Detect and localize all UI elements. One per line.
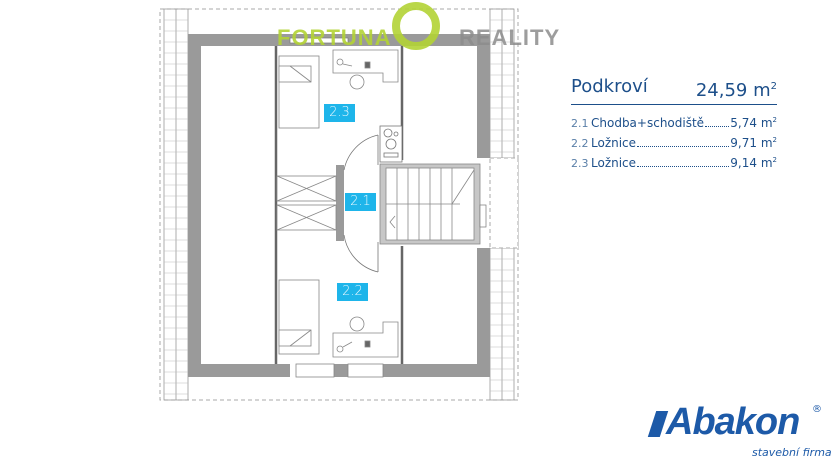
room-label-2-3: 2.3	[324, 104, 355, 122]
desks	[332, 49, 399, 358]
watermark-reality: REALITY	[459, 25, 561, 50]
registered-mark: ®	[812, 404, 822, 415]
beds	[278, 55, 320, 355]
floor-name: Podkroví	[571, 76, 648, 97]
room-number: 2.2	[571, 137, 589, 150]
room-area: 5,74 m2	[730, 116, 777, 130]
room-name: Chodba+schodiště	[591, 116, 705, 130]
room-number: 2.3	[571, 157, 589, 170]
brand-name: Abakon	[647, 402, 800, 442]
watermark-fortuna: FORTUNA	[277, 25, 392, 50]
abakon-logo: Abakon ® stavební firma	[647, 402, 832, 459]
legend-rows: 2.1 Chodba+schodiště 5,74 m2 2.2 Ložnice…	[571, 112, 777, 172]
room-name: Ložnice	[591, 156, 637, 170]
room-label-2-2: 2.2	[337, 283, 368, 301]
room-area: 9,71 m2	[730, 136, 777, 150]
room-label-2-1: 2.1	[345, 193, 376, 211]
stairs	[379, 163, 481, 245]
room-area: 9,14 m2	[730, 156, 777, 170]
house-circle-logo-icon	[392, 2, 440, 50]
legend-row: 2.2 Ložnice 9,71 m2	[571, 132, 777, 152]
leader-dots	[705, 126, 730, 127]
left-brick-strip	[163, 8, 189, 401]
legend-title: Podkroví 24,59 m2	[571, 76, 777, 105]
room-name: Ložnice	[591, 136, 637, 150]
legend-row: 2.1 Chodba+schodiště 5,74 m2	[571, 112, 777, 132]
closets	[276, 175, 337, 231]
room-number: 2.1	[571, 117, 589, 130]
leader-dots	[637, 146, 730, 147]
floor-area: 24,59 m2	[695, 80, 777, 101]
legend-row: 2.3 Ložnice 9,14 m2	[571, 152, 777, 172]
brand-tagline: stavební firma	[752, 446, 832, 459]
leader-dots	[637, 166, 730, 167]
area-legend: Podkroví 24,59 m2 2.1 Chodba+schodiště 5…	[571, 76, 777, 172]
stove	[379, 125, 403, 163]
